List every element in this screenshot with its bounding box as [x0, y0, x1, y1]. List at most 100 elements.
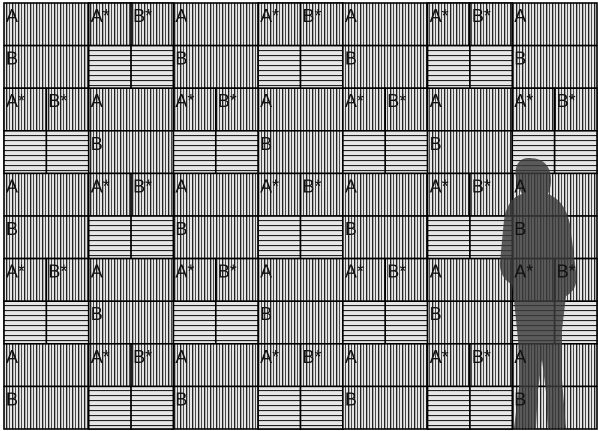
tile-label-b-star: B* [48, 262, 67, 282]
tile-label-a-star: A* [91, 347, 110, 367]
tile-label-b-star: B* [472, 6, 491, 26]
tile-label-b: B [260, 134, 272, 154]
tile-b-star-bottom [131, 216, 173, 259]
tile-label-a-star: A* [260, 176, 279, 196]
tile-b-star-bottom [470, 386, 512, 429]
tile-b-star-bottom [301, 46, 343, 89]
tile-label-a: A [345, 6, 357, 26]
tile-label-b-star: B* [557, 91, 576, 111]
tile-label-b: B [430, 134, 442, 154]
tile-label-b-star: B* [48, 91, 67, 111]
tile-b-star-bottom [385, 301, 427, 344]
tile-label-a: A [6, 6, 18, 26]
tile-label-b: B [6, 49, 18, 69]
tile-label-a-star: A* [514, 262, 533, 282]
tile-b-star-bottom [131, 386, 173, 429]
tile-label-b: B [514, 389, 526, 409]
tile-a-star-bottom [343, 131, 385, 174]
tile-a-star-bottom [89, 216, 131, 259]
tile-b-star-bottom [46, 301, 88, 344]
tile-label-a-star: A* [260, 347, 279, 367]
tile-label-b-star: B* [133, 6, 152, 26]
tile-label-a: A [175, 6, 187, 26]
tile-a-star-bottom [173, 131, 215, 174]
tile-label-a-star: A* [345, 262, 364, 282]
tile-a-star-bottom [428, 386, 470, 429]
tile-label-b-star: B* [303, 176, 322, 196]
tile-label-a: A [175, 176, 187, 196]
tile-label-a: A [345, 176, 357, 196]
tile-b-star-bottom [301, 386, 343, 429]
tile-label-a-star: A* [430, 347, 449, 367]
tile-b-star-bottom [46, 131, 88, 174]
tile-label-b: B [91, 134, 103, 154]
tile-label-a: A [430, 91, 442, 111]
tile-a-star-bottom [258, 386, 300, 429]
tile-label-b: B [6, 389, 18, 409]
tile-label-b-star: B* [218, 91, 237, 111]
tile-label-a-star: A* [6, 91, 25, 111]
tile-label-b-star: B* [133, 347, 152, 367]
tile-label-a: A [260, 91, 272, 111]
tile-label-b: B [175, 219, 187, 239]
tile-label-b: B [430, 304, 442, 324]
tile-b-star-bottom [385, 131, 427, 174]
tile-label-b: B [345, 49, 357, 69]
tile-b-star-bottom [216, 301, 258, 344]
tile-b-star-bottom [470, 46, 512, 89]
tile-a-star-bottom [173, 301, 215, 344]
tile-label-b-star: B* [133, 176, 152, 196]
tile-label-b: B [6, 219, 18, 239]
tile-label-b-star: B* [218, 262, 237, 282]
tile-label-b-star: B* [387, 262, 406, 282]
tile-label-a-star: A* [91, 176, 110, 196]
tile-label-a: A [430, 262, 442, 282]
tile-b-star-bottom [216, 131, 258, 174]
tile-a-star-bottom [4, 301, 46, 344]
tile-label-a-star: A* [260, 6, 279, 26]
tile-label-b: B [175, 389, 187, 409]
tile-label-b-star: B* [557, 262, 576, 282]
tile-label-a: A [514, 6, 526, 26]
tile-label-a-star: A* [91, 6, 110, 26]
tile-label-a-star: A* [175, 262, 194, 282]
tile-label-b-star: B* [303, 347, 322, 367]
tile-label-b-star: B* [387, 91, 406, 111]
tile-label-a: A [91, 262, 103, 282]
tile-label-a-star: A* [430, 6, 449, 26]
tile-label-b-star: B* [303, 6, 322, 26]
tile-label-b: B [345, 219, 357, 239]
tile-a-star-bottom [343, 301, 385, 344]
tile-label-b: B [175, 49, 187, 69]
tile-label-a: A [175, 347, 187, 367]
tile-label-a: A [514, 347, 526, 367]
tile-b-star-bottom [301, 216, 343, 259]
tile-label-a: A [91, 91, 103, 111]
tile-a-star-bottom [428, 46, 470, 89]
tile-b-star-bottom [131, 46, 173, 89]
tile-label-b: B [91, 304, 103, 324]
tile-a-star-bottom [4, 131, 46, 174]
tile-label-a: A [6, 176, 18, 196]
tile-label-a: A [6, 347, 18, 367]
tile-label-a: A [514, 176, 526, 196]
tile-label-b: B [514, 49, 526, 69]
tile-label-a-star: A* [345, 91, 364, 111]
tile-label-b: B [260, 304, 272, 324]
tile-label-b: B [514, 219, 526, 239]
tile-a-star-bottom [428, 216, 470, 259]
tile-label-a-star: A* [514, 91, 533, 111]
tile-a-star-bottom [258, 216, 300, 259]
tile-b-star-bottom [555, 131, 597, 174]
tile-label-b-star: B* [472, 347, 491, 367]
tile-label-b-star: B* [472, 176, 491, 196]
tile-label-b: B [345, 389, 357, 409]
tile-label-a-star: A* [6, 262, 25, 282]
tile-label-a-star: A* [175, 91, 194, 111]
tile-a-star-bottom [89, 46, 131, 89]
tile-label-a-star: A* [430, 176, 449, 196]
tile-label-a: A [345, 347, 357, 367]
tile-a-star-bottom [89, 386, 131, 429]
tile-a-star-bottom [258, 46, 300, 89]
